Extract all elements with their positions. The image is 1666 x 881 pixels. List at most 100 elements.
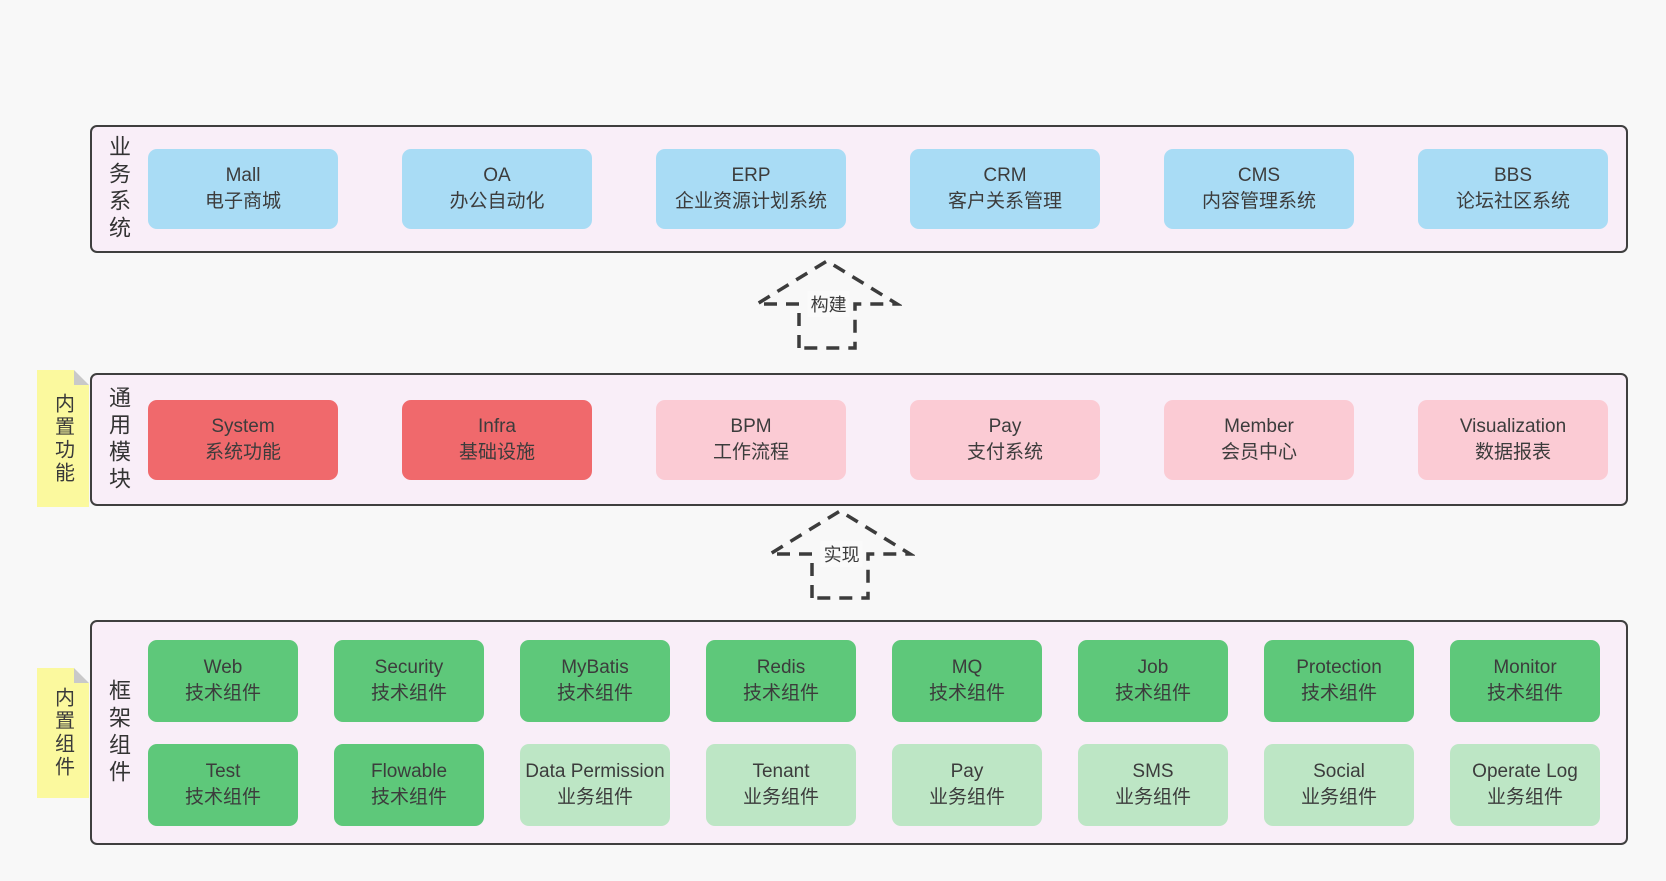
box-desc: 业务组件	[1300, 786, 1377, 808]
box-pay-component: Pay 业务组件	[892, 743, 1042, 826]
box-oa: OA 办公自动化	[402, 149, 592, 229]
box-name: SMS	[1132, 760, 1174, 782]
built-in-components-sticky-note: 内置组件	[37, 668, 89, 798]
box-name: System	[211, 415, 275, 437]
box-name: Test	[205, 760, 241, 782]
box-name: BPM	[730, 415, 772, 437]
components-row-2: Test 技术组件 Flowable 技术组件 Data Permission 业务组…	[148, 743, 1600, 826]
box-name: CMS	[1237, 165, 1281, 186]
box-desc: 会员中心	[1220, 441, 1297, 463]
box-desc: 技术组件	[370, 786, 447, 808]
box-name: Infra	[477, 415, 517, 437]
box-name: MyBatis	[561, 656, 629, 678]
box-name: MQ	[951, 656, 983, 678]
box-desc: 技术组件	[184, 682, 261, 704]
box-desc: 技术组件	[1486, 682, 1563, 704]
build-arrow-label: 构建	[807, 291, 850, 317]
box-desc: 数据报表	[1474, 441, 1551, 463]
box-name: Mall	[225, 165, 261, 186]
box-desc: 企业资源计划系统	[674, 191, 827, 212]
business-systems-boxes: Mall 电子商城 OA 办公自动化 ERP 企业资源计划系统 CRM 客户关系管理 C…	[148, 127, 1608, 251]
box-name: Visualization	[1459, 415, 1567, 437]
up-arrow-icon	[750, 258, 904, 350]
box-redis: Redis 技术组件	[706, 639, 856, 722]
box-visualization: Visualization 数据报表	[1418, 399, 1608, 480]
business-systems-label: 业务系统	[106, 135, 131, 243]
box-desc: 业务组件	[1114, 786, 1191, 808]
box-desc: 技术组件	[1114, 682, 1191, 704]
up-arrow-icon	[763, 508, 917, 600]
box-job: Job 技术组件	[1078, 639, 1228, 722]
box-name: Pay	[950, 760, 984, 782]
box-desc: 客户关系管理	[947, 191, 1062, 212]
box-system: System 系统功能	[148, 399, 338, 480]
box-name: Monitor	[1493, 656, 1557, 678]
sticky-note-text: 内置组件	[51, 687, 74, 779]
box-desc: 支付系统	[966, 441, 1043, 463]
box-desc: 业务组件	[1486, 786, 1563, 808]
box-erp: ERP 企业资源计划系统	[656, 149, 846, 229]
box-desc: 技术组件	[928, 682, 1005, 704]
box-desc: 技术组件	[1300, 682, 1377, 704]
box-operate-log: Operate Log 业务组件	[1450, 743, 1600, 826]
box-desc: 办公自动化	[449, 191, 545, 212]
built-in-features-sticky-note: 内置功能	[37, 370, 89, 507]
box-desc: 业务组件	[928, 786, 1005, 808]
box-desc: 技术组件	[556, 682, 633, 704]
box-name: CRM	[983, 165, 1027, 186]
build-arrow: 构建	[750, 258, 904, 350]
business-systems-layer: 业务系统 Mall 电子商城 OA 办公自动化 ERP 企业资源计划系统 CRM 客户关…	[90, 125, 1628, 253]
box-data-permission: Data Permission 业务组件	[520, 743, 670, 826]
box-mybatis: MyBatis 技术组件	[520, 639, 670, 722]
folded-corner-icon	[74, 668, 89, 683]
box-desc: 电子商城	[204, 191, 281, 212]
implement-arrow: 实现	[763, 508, 917, 600]
box-name: Job	[1137, 656, 1169, 678]
box-desc: 业务组件	[742, 786, 819, 808]
box-name: OA	[483, 165, 511, 186]
box-name: Flowable	[370, 760, 448, 782]
sticky-note-text: 内置功能	[51, 392, 74, 485]
box-desc: 技术组件	[184, 786, 261, 808]
box-cms: CMS 内容管理系统	[1164, 149, 1354, 229]
box-monitor: Monitor 技术组件	[1450, 639, 1600, 722]
box-name: Tenant	[752, 760, 810, 782]
box-social: Social 业务组件	[1264, 743, 1414, 826]
framework-components-label: 框架组件	[106, 678, 131, 787]
box-sms: SMS 业务组件	[1078, 743, 1228, 826]
box-desc: 内容管理系统	[1201, 191, 1316, 212]
box-name: BBS	[1493, 165, 1533, 186]
common-modules-label: 通用模块	[106, 385, 131, 494]
box-desc: 技术组件	[370, 682, 447, 704]
box-crm: CRM 客户关系管理	[910, 149, 1100, 229]
folded-corner-icon	[74, 370, 89, 385]
box-name: Operate Log	[1472, 760, 1578, 782]
box-name: ERP	[731, 165, 771, 186]
box-name: Social	[1313, 760, 1365, 782]
box-tenant: Tenant 业务组件	[706, 743, 856, 826]
box-name: Redis	[756, 656, 806, 678]
box-desc: 基础设施	[458, 441, 535, 463]
box-name: Data Permission	[525, 760, 665, 782]
box-web: Web 技术组件	[148, 639, 298, 722]
box-flowable: Flowable 技术组件	[334, 743, 484, 826]
box-mall: Mall 电子商城	[148, 149, 338, 229]
implement-arrow-label: 实现	[820, 541, 863, 567]
box-mq: MQ 技术组件	[892, 639, 1042, 722]
box-desc: 工作流程	[712, 441, 789, 463]
box-test: Test 技术组件	[148, 743, 298, 826]
box-name: Web	[203, 656, 243, 678]
box-desc: 系统功能	[204, 441, 281, 463]
box-desc: 业务组件	[556, 786, 633, 808]
box-desc: 技术组件	[742, 682, 819, 704]
box-bpm: BPM 工作流程	[656, 399, 846, 480]
